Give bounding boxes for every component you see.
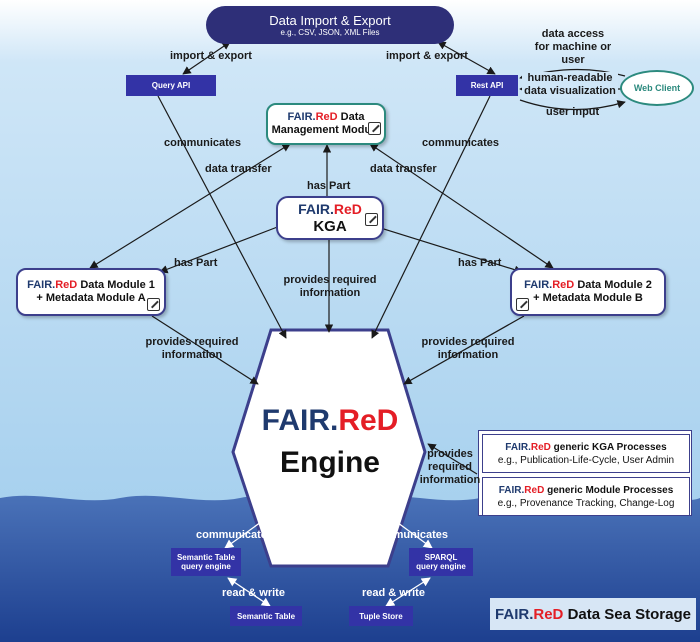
data-import-export-node: Data Import & Export e.g., CSV, JSON, XM… (206, 6, 454, 44)
brand-fair: FAIR. (298, 201, 334, 217)
brand-red: ReD (338, 404, 399, 437)
label-communicates-bottom-right: communicates (371, 529, 449, 541)
ste-line2: query engine (181, 562, 231, 571)
label-provides-left: provides required information (145, 336, 239, 361)
rest-api-label: Rest API (470, 81, 504, 90)
brand-fair: FAIR. (27, 279, 56, 291)
kga-processes-box: FAIR.ReD generic KGA Processes e.g., Pub… (482, 434, 690, 473)
brand-red: ReD (530, 441, 551, 453)
brand-red: ReD (533, 605, 564, 623)
label-provides-processes: provides required information (419, 448, 481, 486)
sparql-line1: SPARQL (424, 553, 458, 562)
brand-red: ReD (552, 279, 575, 291)
module-processes-box: FAIR.ReD generic Module Processes e.g., … (482, 477, 690, 516)
brand-fair: FAIR. (498, 484, 525, 496)
engine-title: Engine (279, 446, 380, 479)
sparql-engine-box[interactable]: SPARQL query engine (409, 548, 473, 576)
label-has-part-left: has Part (174, 257, 218, 269)
engine-hexagon (231, 328, 427, 568)
import-export-subtitle: e.g., CSV, JSON, XML Files (280, 27, 380, 37)
kga-box[interactable]: FAIR.ReD KGA (276, 196, 384, 240)
query-api-box[interactable]: Query API (126, 75, 216, 96)
brand-fair: FAIR. (261, 404, 339, 437)
kga-processes-desc: e.g., Publication-Life-Cycle, User Admin (497, 454, 675, 466)
engine-label: FAIR.ReD Engine (240, 388, 420, 498)
dmm-line2: Management Module (271, 124, 381, 136)
data-sea-storage-banner: FAIR.ReD Data Sea Storage (490, 598, 696, 630)
brand-red: ReD (524, 484, 545, 496)
semantic-table-engine-box[interactable]: Semantic Table query engine (171, 548, 241, 576)
dm1-line2: + Metadata Module A (36, 292, 146, 304)
brand-fair: FAIR. (505, 441, 531, 453)
data-sea-storage-label: Data Sea Storage (567, 605, 691, 623)
data-module-1-box[interactable]: FAIR.ReD Data Module 1 + Metadata Module… (16, 268, 166, 316)
label-import-export-right: import & export (386, 50, 468, 62)
brand-fair: FAIR. (495, 605, 534, 623)
label-communicates-right: communicates (422, 137, 500, 149)
brand-fair: FAIR. (524, 279, 553, 291)
semantic-table-label: Semantic Table (236, 611, 296, 621)
label-has-part-right: has Part (458, 257, 502, 269)
generic-processes-panel: FAIR.ReD generic KGA Processes e.g., Pub… (478, 430, 692, 516)
data-module-2-box[interactable]: FAIR.ReD Data Module 2 + Metadata Module… (510, 268, 666, 316)
label-read-write-left: read & write (222, 587, 285, 599)
data-management-module-box[interactable]: FAIR.ReD Data Management Module (266, 103, 386, 145)
label-provides-center: provides required information (283, 274, 377, 299)
dm2-line2: + Metadata Module B (533, 292, 643, 304)
web-client-node[interactable]: Web Client (620, 70, 694, 106)
label-human-readable: human-readable data visualization (522, 72, 618, 98)
ste-line1: Semantic Table (176, 553, 236, 562)
kga-label: KGA (313, 218, 347, 235)
brand-fair: FAIR. (287, 111, 316, 123)
edit-icon[interactable] (365, 213, 378, 226)
dmm-suffix: Data (340, 111, 365, 123)
label-communicates-left: communicates (164, 137, 242, 149)
label-has-part-top: has Part (307, 180, 351, 192)
query-api-label: Query API (151, 81, 191, 90)
semantic-table-box[interactable]: Semantic Table (230, 606, 302, 626)
edit-icon[interactable] (516, 298, 529, 311)
edit-icon[interactable] (147, 298, 160, 311)
tuple-store-box[interactable]: Tuple Store (349, 606, 413, 626)
sparql-line2: query engine (416, 562, 466, 571)
brand-red: ReD (55, 279, 78, 291)
label-data-transfer-left: data transfer (205, 163, 272, 175)
edit-icon[interactable] (368, 122, 381, 135)
brand-red: ReD (333, 201, 362, 217)
dm1-suffix: Data Module 1 (80, 279, 155, 291)
web-client-label: Web Client (633, 83, 681, 93)
module-processes-desc: e.g., Provenance Tracking, Change-Log (497, 497, 675, 509)
label-communicates-bottom-left: communicates (196, 529, 274, 541)
kga-processes-title: generic KGA Processes (553, 441, 667, 453)
dm2-suffix: Data Module 2 (577, 279, 652, 291)
module-processes-title: generic Module Processes (547, 484, 674, 496)
label-user-input: user input (546, 106, 600, 118)
brand-red: ReD (315, 111, 338, 123)
label-import-export-left: import & export (170, 50, 252, 62)
label-data-access: data access for machine or user (534, 28, 612, 66)
label-read-write-right: read & write (362, 587, 425, 599)
label-provides-right: provides required information (421, 336, 515, 361)
rest-api-box[interactable]: Rest API (456, 75, 518, 96)
label-data-transfer-right: data transfer (370, 163, 437, 175)
import-export-title: Data Import & Export (269, 12, 391, 28)
tuple-store-label: Tuple Store (359, 611, 403, 621)
